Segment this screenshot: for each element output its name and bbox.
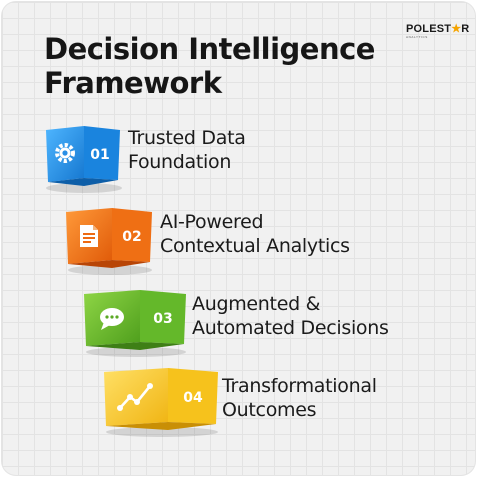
polestar-logo: POLEST★R ANALYTICS [406, 24, 469, 39]
logo-star-icon: ★ [451, 23, 462, 35]
step-4-label-line-1: Transformational [222, 375, 377, 397]
step-1-bottom-face [48, 178, 118, 186]
document-icon [80, 225, 98, 247]
step-4-front-face [104, 368, 168, 426]
step-4-block: 04 [104, 368, 218, 437]
step-3-label-line-2: Automated Decisions [192, 317, 389, 339]
step-1-label-line-2: Foundation [128, 151, 232, 173]
step-2-side-face [112, 208, 152, 262]
step-1-shadow [46, 183, 122, 193]
step-3-label: Augmented & Automated Decisions [192, 292, 389, 340]
step-4-side-face [168, 368, 218, 424]
trend-line-icon [117, 383, 153, 411]
chat-bubble-icon [100, 308, 124, 330]
step-1-block: 01 [46, 126, 122, 193]
step-2-label-line-1: AI-Powered [160, 211, 264, 233]
step-2-label: AI-Powered Contextual Analytics [160, 210, 350, 258]
step-4-label-line-2: Outcomes [222, 399, 317, 421]
title-line-2: Framework [44, 66, 222, 100]
gear-icon [55, 143, 75, 163]
title-line-1: Decision Intelligence [44, 32, 375, 66]
step-4-number: 04 [183, 390, 203, 406]
infographic-card: POLEST★R ANALYTICS Decision Intelligence… [2, 2, 475, 475]
step-1-label-line-1: Trusted Data [128, 127, 246, 149]
step-2-label-line-2: Contextual Analytics [160, 235, 350, 257]
step-3-side-face [140, 290, 186, 344]
step-3-bottom-face [86, 342, 184, 350]
logo-tagline: ANALYTICS [406, 35, 428, 39]
step-4-shadow [106, 427, 218, 437]
step-2-block: 02 [66, 208, 152, 275]
step-2-shadow [68, 265, 152, 275]
step-1-label: Trusted Data Foundation [128, 126, 246, 174]
step-2-bottom-face [68, 260, 150, 268]
step-4-label: Transformational Outcomes [222, 374, 377, 422]
step-3-shadow [86, 347, 186, 357]
step-1-side-face [84, 126, 120, 180]
step-1-number: 01 [90, 147, 109, 163]
step-2-number: 02 [122, 229, 141, 245]
step-4-bottom-face [106, 422, 216, 430]
step-3-block: 03 [84, 290, 186, 357]
page-title: Decision Intelligence Framework [44, 32, 404, 100]
step-3-label-line-1: Augmented & [192, 293, 321, 315]
step-3-number: 03 [153, 311, 172, 327]
logo-wordmark: POLEST★R [406, 23, 470, 35]
